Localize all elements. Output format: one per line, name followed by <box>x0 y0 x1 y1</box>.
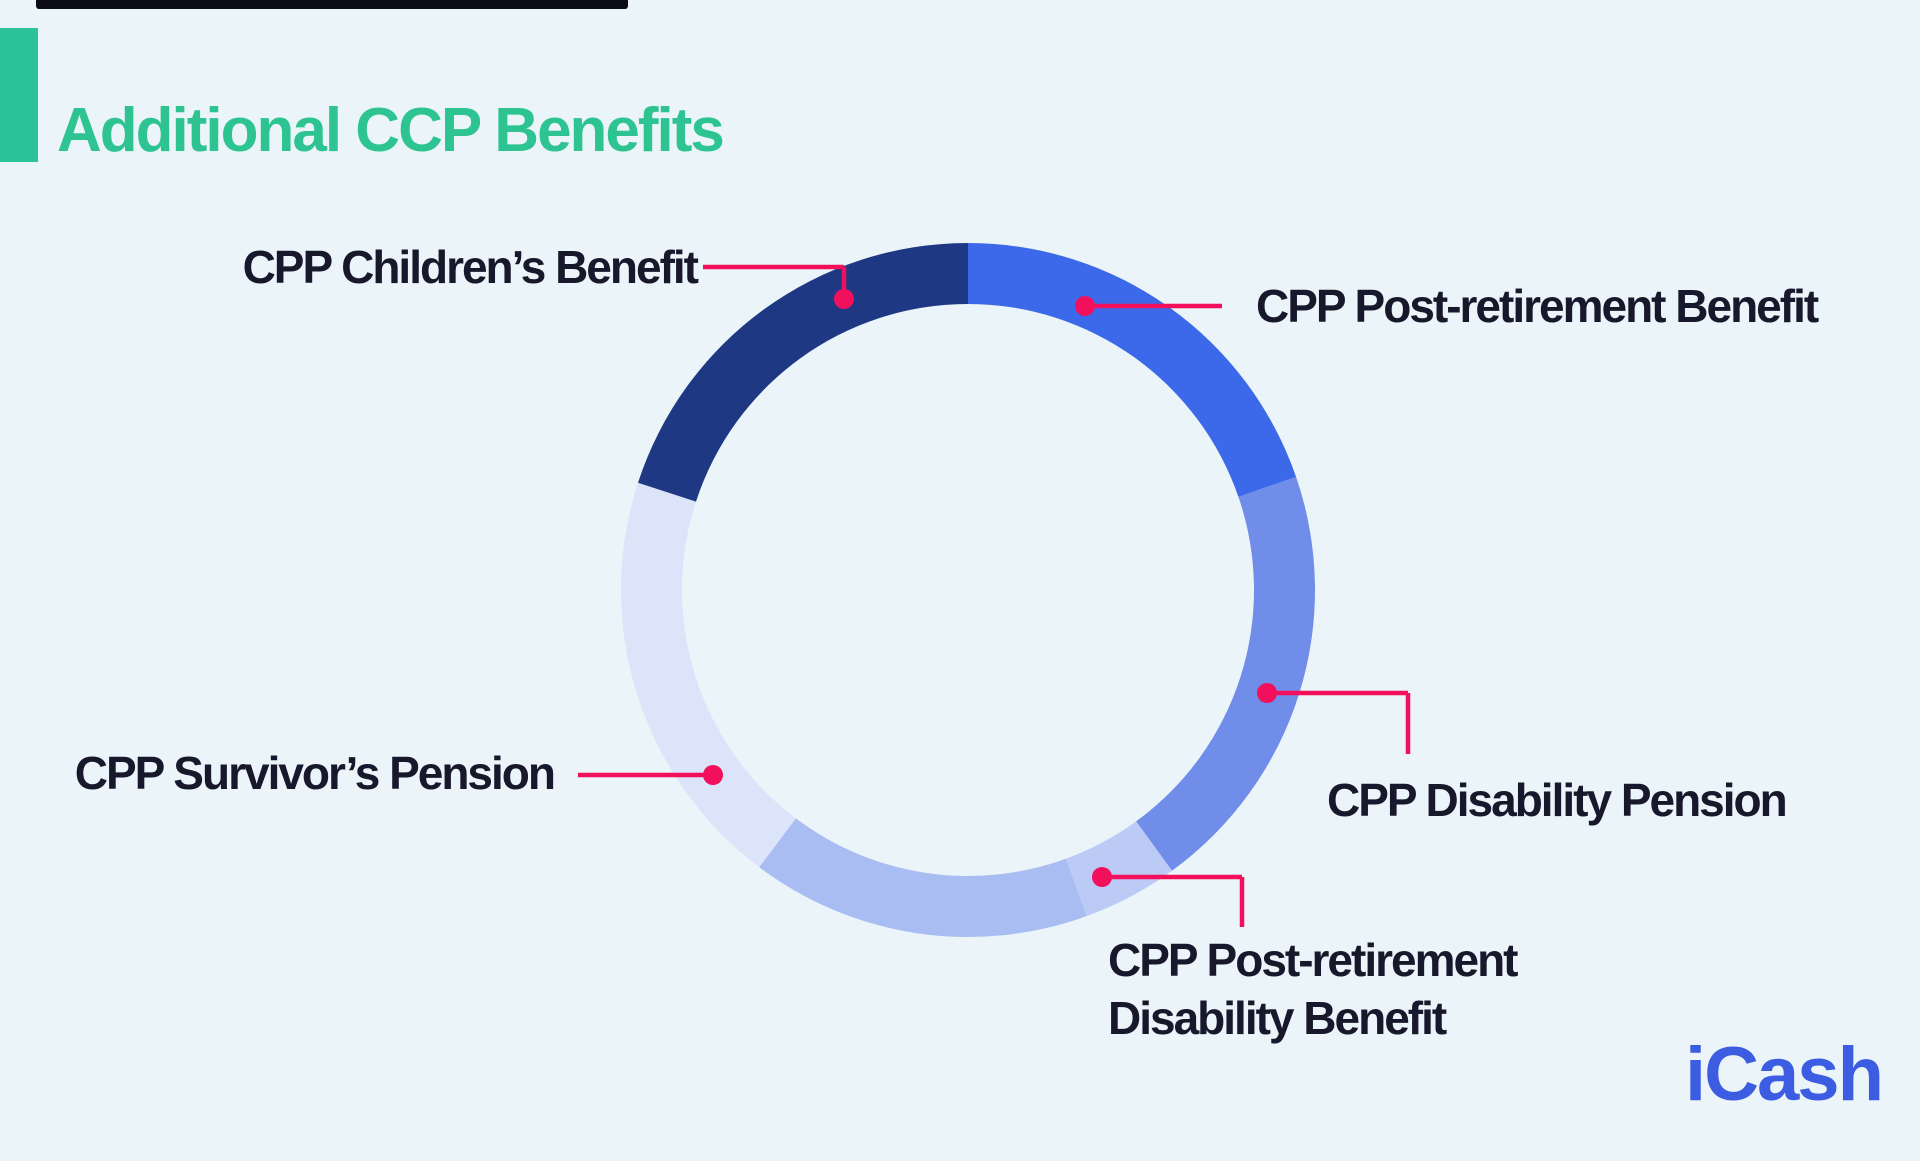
connector-dot-post_retirement <box>1075 296 1095 316</box>
donut-segment-disability <box>1136 477 1315 871</box>
label-cpp-childrens-benefit: CPP Children’s Benefit <box>242 241 699 293</box>
label-cpp-post-retirement-disability-benefit: CPP Post-retirement Disability Benefit <box>1108 934 1519 1044</box>
connector-dot-survivor <box>703 765 723 785</box>
donut-segment-post_retirement <box>968 243 1297 497</box>
connector-dot-post_retirement_disability <box>1092 867 1112 887</box>
donut-segment-post_retirement_disability <box>1065 821 1172 917</box>
label-cpp-post-retirement-benefit: CPP Post-retirement Benefit <box>1256 280 1819 332</box>
title-accent-bar <box>0 28 38 162</box>
donut-segment-children <box>637 243 968 502</box>
icash-logo: iCash <box>1685 1032 1884 1117</box>
connector-dot-disability <box>1257 683 1277 703</box>
label-cpp-survivors-pension: CPP Survivor’s Pension <box>74 747 556 799</box>
connector-dot-children <box>834 289 854 309</box>
top-decorative-bar <box>36 0 628 9</box>
page-title: Additional CCP Benefits <box>57 95 725 165</box>
label-cpp-disability-pension: CPP Disability Pension <box>1327 774 1788 826</box>
donut-segment-survivor <box>621 482 796 868</box>
donut-segment-unlabeled_segment <box>759 818 1087 938</box>
